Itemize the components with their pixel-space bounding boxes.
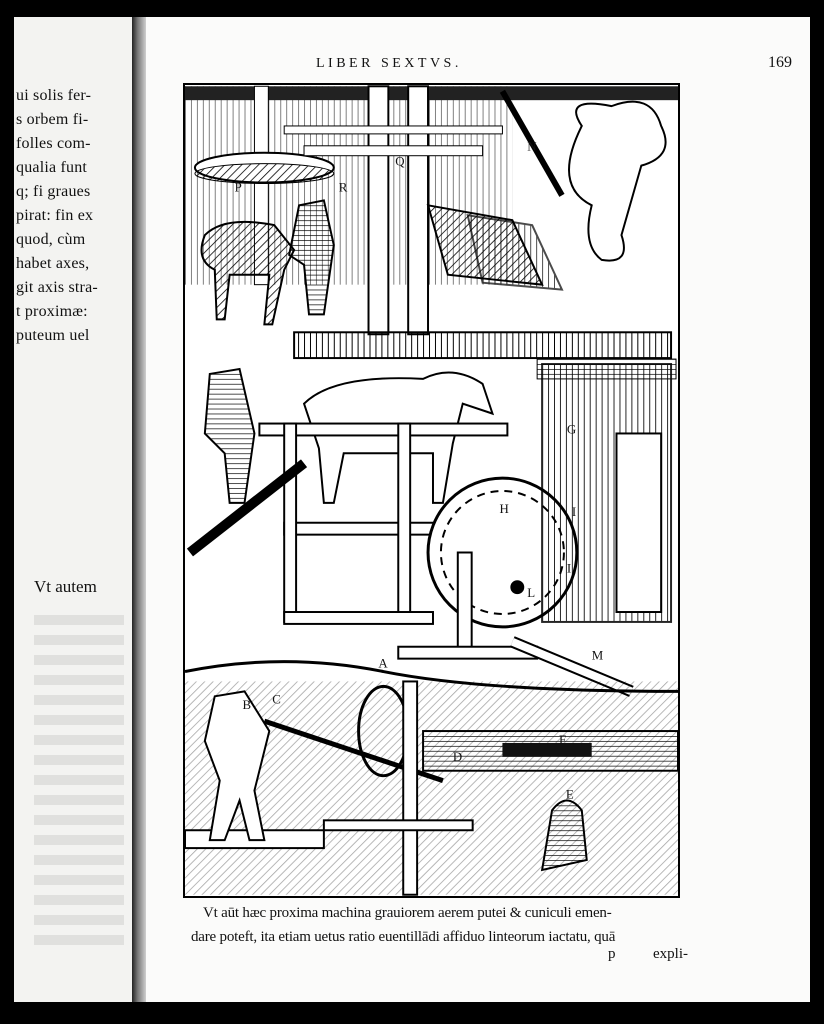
figure-label: F bbox=[559, 733, 566, 747]
left-page-line: habet axes, bbox=[16, 255, 90, 272]
left-page-line: s orbem fi- bbox=[16, 111, 89, 128]
book-gutter bbox=[132, 17, 146, 1002]
figure-label: R bbox=[339, 180, 348, 194]
left-page-line: pirat: fin ex bbox=[16, 207, 94, 224]
left-page-line: q; fi graues bbox=[16, 183, 91, 200]
page-number: 169 bbox=[768, 54, 792, 71]
figure-label: M bbox=[592, 649, 604, 663]
figure-label: A bbox=[378, 657, 388, 671]
left-page-line: qualia funt bbox=[16, 159, 88, 176]
woodcut-svg: P R Q N G H I I L M A B C D F E bbox=[185, 85, 678, 896]
woodcut-illustration: P R Q N G H I I L M A B C D F E bbox=[183, 83, 680, 898]
left-page-line: folles com- bbox=[16, 135, 91, 152]
figure-label: H bbox=[499, 502, 508, 516]
left-page-line: puteum uel bbox=[16, 327, 90, 344]
figure-label: G bbox=[567, 422, 576, 436]
figure-label: E bbox=[566, 788, 574, 802]
caption-line-2: dare poteft, ita etiam uetus ratio euent… bbox=[191, 929, 616, 945]
figure-label: N bbox=[527, 140, 536, 154]
left-page-line: git axis stra- bbox=[16, 279, 98, 296]
running-head: LIBER SEXTVS. bbox=[316, 56, 462, 71]
signature-mark: p bbox=[608, 946, 616, 962]
figure-label: Q bbox=[395, 155, 405, 169]
figure-label: D bbox=[453, 750, 462, 764]
bleed-through-text bbox=[34, 615, 124, 945]
figure-label: P bbox=[235, 180, 242, 194]
right-page: LIBER SEXTVS. 169 bbox=[146, 17, 810, 1002]
figure-label: L bbox=[527, 586, 535, 600]
left-page-line: quod, cùm bbox=[16, 231, 86, 248]
catchword: expli- bbox=[653, 946, 688, 962]
left-page-line: t proximæ: bbox=[16, 303, 88, 320]
left-page-vt-autem: Vt autem bbox=[34, 577, 97, 596]
figure-label: C bbox=[272, 692, 281, 706]
caption-line-1: Vt aūt hæc proxima machina grauiorem aer… bbox=[203, 905, 612, 921]
left-page-line: ui solis fer- bbox=[16, 87, 92, 104]
figure-label: B bbox=[243, 698, 252, 712]
left-page: ui solis fer-s orbem fi-folles com-quali… bbox=[14, 17, 132, 1002]
left-page-text: ui solis fer-s orbem fi-folles com-quali… bbox=[16, 84, 98, 348]
figure-label: I bbox=[572, 505, 576, 519]
figure-label: I bbox=[567, 561, 571, 575]
